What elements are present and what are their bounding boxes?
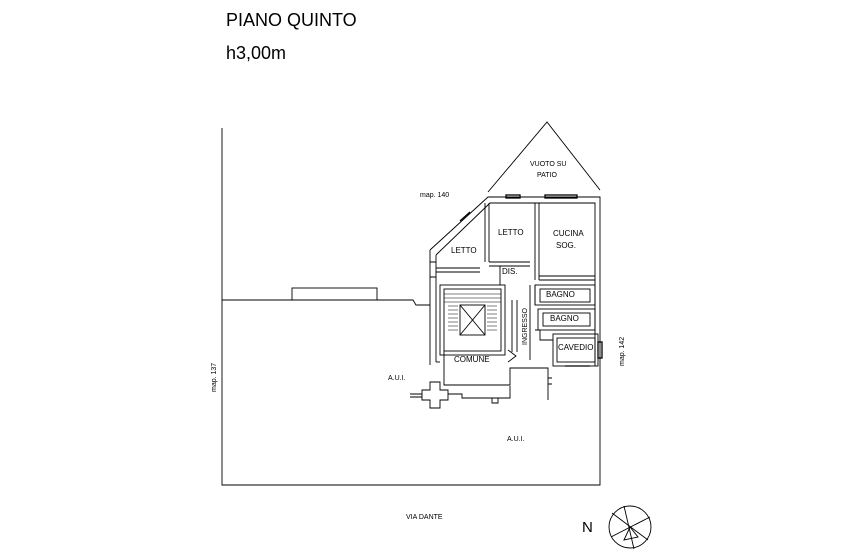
map-142-label: map. 142: [619, 337, 626, 366]
map-137-label: map. 137: [211, 363, 218, 392]
window-letto: [505, 194, 521, 199]
lot-boundary: [221, 128, 601, 486]
bagno-upper-label: BAGNO: [546, 290, 575, 299]
boundary-wall-segment: [291, 287, 378, 301]
lower-projection: [410, 377, 552, 409]
window-letto-left: [459, 211, 471, 222]
lot-outline: [221, 128, 601, 486]
void-label-line2: PATIO: [537, 172, 558, 179]
ingresso-east-wall: [529, 285, 536, 360]
lift-shaft-cross: [459, 304, 486, 336]
north-arrow: N: [582, 505, 652, 550]
room-dividers: [436, 203, 595, 285]
comune-lower-walls: [443, 351, 549, 400]
ingresso-west-wall: [511, 300, 518, 352]
east-pier-marks: [548, 377, 552, 385]
outer-wall-inner-line: [435, 202, 596, 366]
bathrooms: BAGNO BAGNO: [534, 284, 596, 331]
void-label-line1: VUOTO SU: [530, 161, 566, 168]
letto-center-label: LETTO: [498, 228, 524, 237]
cavedio: CAVEDIO: [552, 333, 599, 367]
compass-circle: [608, 505, 652, 549]
lift-shaft: [459, 304, 486, 336]
stair-treads: [444, 293, 501, 331]
lot-division-line: [222, 299, 430, 306]
small-pier: [491, 398, 499, 404]
bagno-upper-inner: [539, 288, 591, 303]
outer-wall-outer-line: [429, 196, 601, 366]
wall-letto-cucina: [534, 203, 540, 280]
pillar-cross: [421, 381, 449, 409]
street-label: VIA DANTE: [406, 514, 443, 521]
building-outer-walls: [429, 194, 603, 366]
compass-pointer: [623, 526, 639, 541]
ceiling-height-note: h3,00m: [226, 43, 286, 63]
cucina-label-line1: CUCINA: [553, 229, 584, 238]
wall-letto-left-south: [436, 267, 480, 273]
comune-label: COMUNE: [454, 355, 490, 364]
cavedio-inner: [556, 337, 596, 363]
aui-right-label: A.U.I.: [507, 436, 525, 443]
south-stub-wall: [448, 386, 511, 399]
plan-title: PIANO QUINTO: [226, 10, 357, 30]
wall-letto-letto: [484, 203, 490, 262]
ingresso: INGRESSO: [507, 285, 553, 363]
stair-core-inner: [443, 288, 502, 352]
entrance-arrow: [507, 349, 517, 363]
letto-left-label: LETTO: [451, 246, 477, 255]
north-label: N: [582, 519, 593, 536]
bagno-lower-label: BAGNO: [550, 314, 579, 323]
map-140-label: map. 140: [420, 192, 449, 199]
cucina-label-line2: SOG.: [556, 241, 576, 250]
void-triangle-outline: [487, 121, 601, 193]
ingresso-notch: [535, 329, 553, 341]
void-over-patio: VUOTO SU PATIO: [487, 121, 601, 193]
aui-left-label: A.U.I.: [388, 375, 406, 382]
cavedio-label: CAVEDIO: [558, 343, 593, 352]
window-cucina: [544, 194, 578, 199]
dis-label: DIS.: [502, 267, 518, 276]
west-wall-window: [430, 261, 436, 278]
west-stub-wall: [410, 393, 422, 398]
stair-core-outline: [439, 284, 506, 356]
stair-core: COMUNE: [436, 284, 549, 400]
wall-cucina-south: [539, 275, 595, 281]
bagno-lower-inner: [542, 312, 591, 327]
ingresso-label: INGRESSO: [522, 307, 529, 345]
wall-letto-center-south: [489, 261, 530, 267]
bagno-lower-outline: [537, 308, 596, 331]
